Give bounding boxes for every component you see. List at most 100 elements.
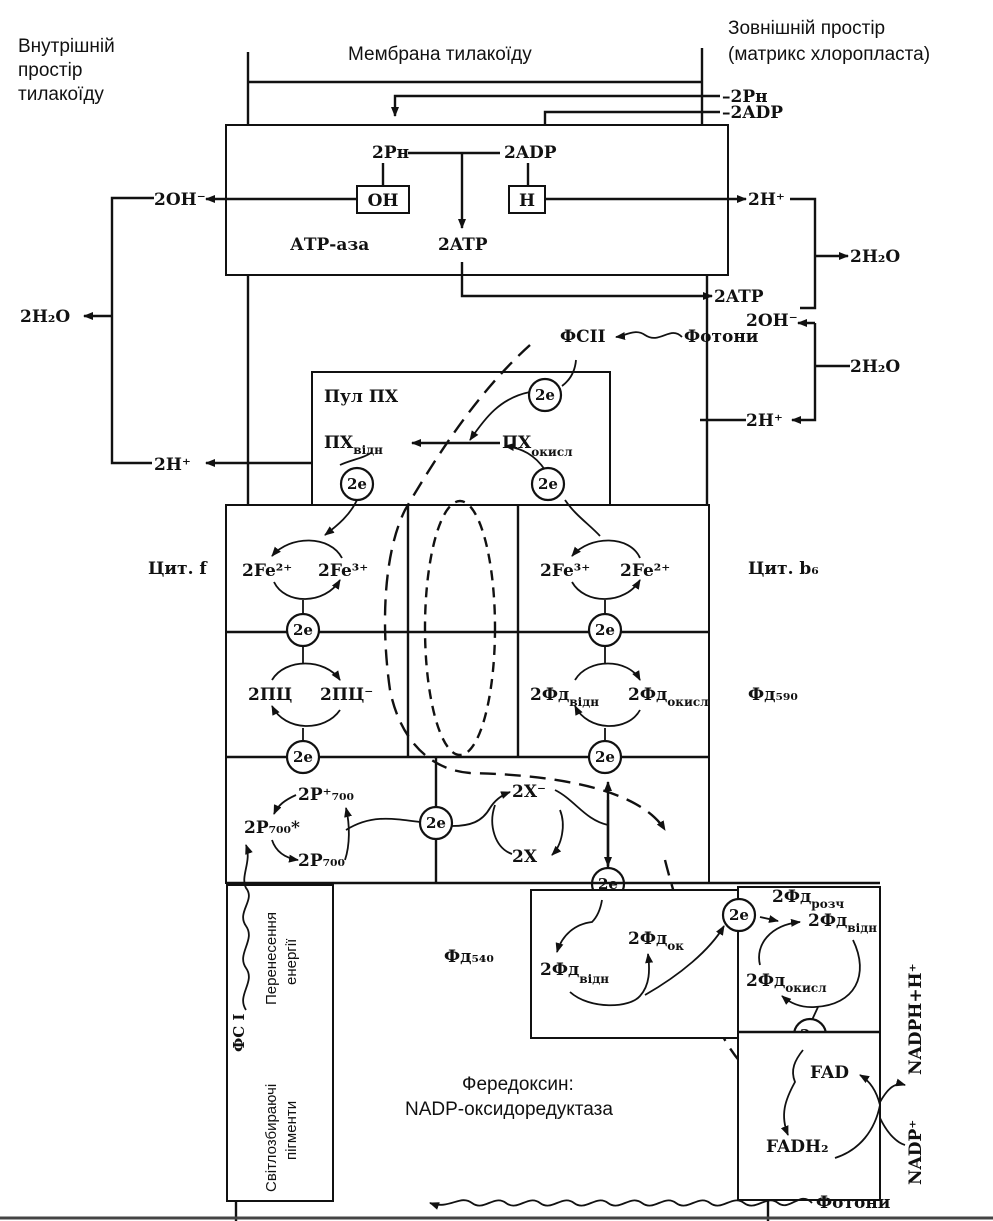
electron-cytb6: 2e [587, 612, 623, 648]
cyt-f-fe3: 2Fe³⁺ [318, 561, 368, 581]
fd590-oxidized: 2Фдокисл [628, 685, 709, 709]
bottom-photons-label: Фотони [816, 1193, 891, 1213]
pq-pool-title: Пул ПХ [324, 387, 399, 407]
adp-outside: –2ADP [722, 103, 783, 123]
psii-label: ФСII [560, 327, 606, 347]
cyt-b6-fe2: 2Fe²⁺ [620, 561, 670, 581]
pq-to-cytb6-link [564, 499, 601, 537]
electron-soluble-fd-entry: 2e [721, 897, 757, 933]
pq-reduced: ПХвідн [324, 433, 383, 457]
outer-space-label: Зовнішній простір (матрикс хлоропласта) [728, 18, 930, 65]
electron-pc: 2e [285, 739, 321, 775]
fd540-cycle-bottom [569, 953, 654, 1007]
e-to-soluble-fd-arrow [759, 915, 779, 923]
pi-inside: 2Pн [372, 143, 409, 163]
p700-ground: 2P₇₀₀ [298, 851, 345, 871]
cyt-b6-label: Цит. b₆ [748, 559, 819, 579]
h2o-right-bottom: 2H₂O [850, 357, 900, 377]
pc-cycle-top [271, 662, 341, 681]
svg-text:2e: 2e [347, 475, 367, 493]
oh-box [356, 185, 410, 214]
right-water-loop-bottom [791, 323, 817, 424]
svg-text:2e: 2e [729, 906, 749, 924]
cyt-b6-cycle-top [571, 539, 641, 559]
fd590-cycle-bottom [574, 705, 641, 727]
cyt-f-fe2: 2Fe²⁺ [242, 561, 292, 581]
svg-text:2e: 2e [538, 475, 558, 493]
fnr-box [737, 1031, 881, 1201]
oh-box-label: OH [368, 191, 399, 211]
p700-to-e-link [345, 817, 421, 831]
psii-photons-label: Фотони [684, 327, 759, 347]
electron-fd590: 2e [587, 739, 623, 775]
inner-space-label: Внутрішній простір тилакоїду [18, 36, 115, 105]
fd540-label: Фд₅₄₀ [444, 947, 494, 967]
energy-transfer-wave [242, 844, 253, 1011]
nadp-link [879, 1117, 906, 1146]
cyclic-dashed-ellipse [423, 499, 497, 757]
electron-p700: 2e [418, 805, 454, 841]
soluble-fd-cycle-left [758, 918, 801, 966]
p700-cycle-c [344, 807, 352, 861]
electron-pq-right: 2e [530, 466, 566, 502]
h-box-label: H [519, 191, 535, 211]
soluble-fd-reduced: 2Фдвідн [808, 911, 877, 935]
fd540-to-e-arrow [644, 925, 725, 996]
fd590-cycle-top [574, 662, 641, 681]
svg-text:2e: 2e [535, 386, 555, 404]
cyt-b6-cycle-bottom [571, 579, 641, 600]
p700-plus: 2P⁺₇₀₀ [298, 785, 354, 805]
pc-left: 2ПЦ [248, 685, 292, 705]
membrane-label: Мембрана тилакоїду [348, 44, 532, 65]
h-right-top: 2H⁺ [748, 190, 785, 210]
x-to-fd-link [554, 789, 609, 826]
fd590-label: Фд₅₉₀ [748, 685, 798, 705]
oh-left: 2OH⁻ [154, 190, 206, 210]
cyt-f-cycle-bottom [273, 579, 341, 600]
energy-transfer-line-1: Перенесення [263, 912, 280, 1005]
pq-to-e-left-link [339, 451, 373, 466]
pi-outside: –2Pн [722, 87, 768, 107]
fadh2-label: FADH₂ [766, 1137, 829, 1157]
pc-right: 2ПЦ⁻ [320, 685, 373, 705]
pq-to-cytf-arrow [324, 499, 358, 536]
right-water-loop-top [790, 197, 817, 310]
x-cycle-right [551, 809, 564, 856]
atp-outside: 2ATP [714, 287, 764, 307]
h2o-right-top: 2H₂O [850, 247, 900, 267]
pi-input-arrow [391, 94, 720, 117]
p700-cycle-b [271, 839, 299, 863]
cytb6-to-pq-arrow [504, 443, 546, 471]
svg-text:2e: 2e [595, 621, 615, 639]
light-harvesting-box [226, 884, 334, 1202]
electron-pq-top: 2e [527, 377, 563, 413]
inner-space-line-2: простір [18, 60, 82, 81]
pc-cycle-bottom [271, 705, 341, 727]
ps1-label: ФС I [230, 1014, 248, 1052]
p700-cycle-a [273, 794, 297, 815]
cyt-b6-fe3: 2Fe³⁺ [540, 561, 590, 581]
cyt-f-cycle-top [271, 539, 343, 559]
x-cycle-left [491, 804, 513, 855]
soluble-fd-title: 2Фдрозч [772, 887, 844, 911]
oh-right: 2OH⁻ [746, 311, 798, 331]
e-to-x-arrow [451, 791, 511, 827]
pigments-line-1: Світлозбираючі [263, 1084, 280, 1192]
energy-transfer-line-2: енергії [283, 938, 300, 985]
fd540-reduced: 2Фдвідн [540, 960, 609, 986]
svg-text:2e: 2e [426, 814, 446, 832]
x-minus: 2X⁻ [512, 782, 546, 802]
psii-photon-wave [615, 331, 683, 340]
fnr-label-line-2: NADP-оксидоредуктаза [405, 1099, 613, 1120]
fadh2-to-fad-arrow [834, 1074, 881, 1159]
noncyclic-dashed-path-upper [383, 344, 667, 831]
electron-pq-left: 2e [339, 466, 375, 502]
fd540-cycle-top [555, 899, 603, 953]
svg-text:2e: 2e [595, 748, 615, 766]
nadph-arrow [879, 1078, 906, 1103]
outer-space-line-2: (матрикс хлоропласта) [728, 44, 930, 65]
electron-cytf: 2e [285, 612, 321, 648]
nadph-label: NADPH+H⁺ [906, 963, 926, 1075]
pigments-line-2: пігменти [283, 1101, 300, 1160]
